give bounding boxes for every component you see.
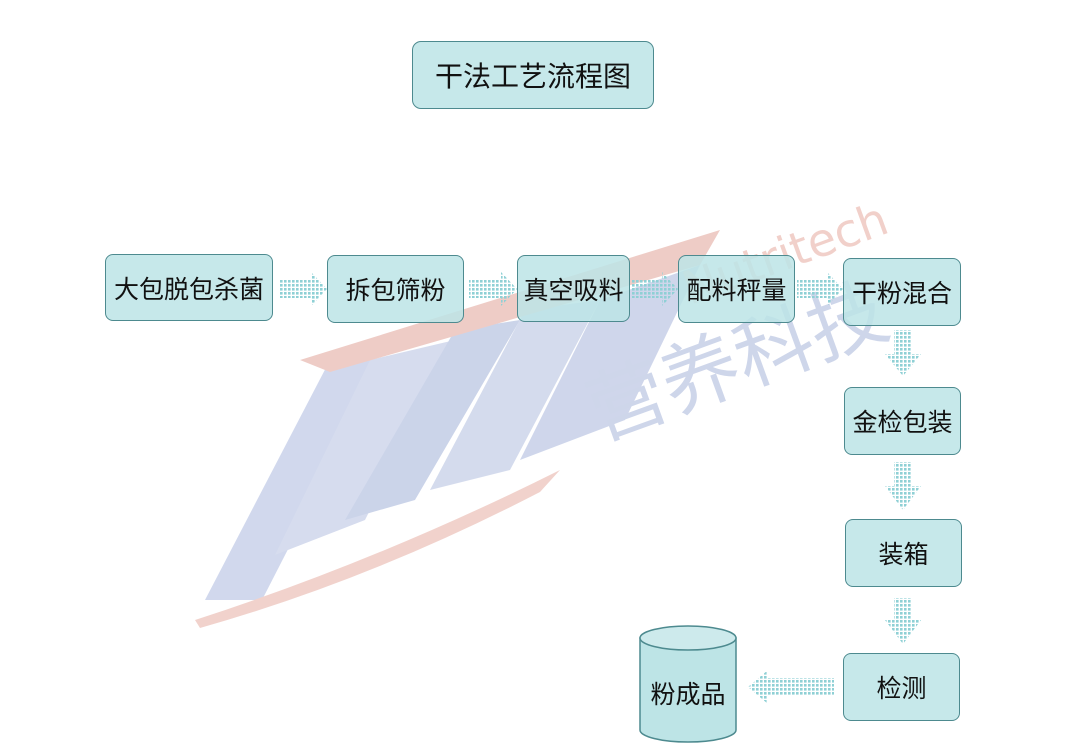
step-inspection: 检测 xyxy=(843,653,960,721)
arrow-right-1 xyxy=(279,272,327,306)
final-product-label: 粉成品 xyxy=(650,680,726,709)
arrow-down-3 xyxy=(885,598,921,644)
arrow-down-2 xyxy=(885,462,921,510)
diagram-title: 干法工艺流程图 xyxy=(412,41,654,109)
step-unpack-sterilize: 大包脱包杀菌 xyxy=(105,254,273,321)
step-dry-mixing: 干粉混合 xyxy=(843,258,961,326)
step-ingredient-weighing: 配料秤量 xyxy=(678,255,795,323)
arrow-right-2 xyxy=(469,272,517,306)
step-vacuum-feed: 真空吸料 xyxy=(517,255,630,322)
step-boxing: 装箱 xyxy=(845,519,962,587)
final-product-cylinder xyxy=(639,625,737,743)
arrow-left-final xyxy=(748,670,834,704)
arrow-down-1 xyxy=(885,330,921,376)
arrow-right-4 xyxy=(797,272,843,306)
arrow-right-3 xyxy=(632,272,678,306)
step-unpack-sieve: 拆包筛粉 xyxy=(327,255,464,323)
step-metal-detect-pack: 金检包装 xyxy=(844,387,961,455)
